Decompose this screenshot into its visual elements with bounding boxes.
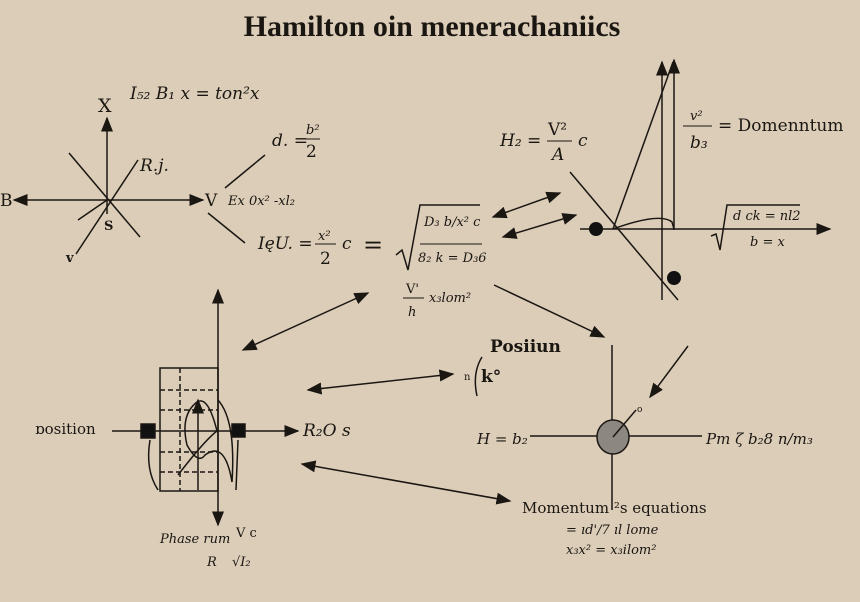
svg-text:Momentum ²s equations: Momentum ²s equations xyxy=(522,499,707,517)
phase-diagram: ɒosition R₂O s Phase rum V c R √I₂ xyxy=(35,288,351,570)
momentum-equations: Momentum ²s equations = ıd'/7 ıl lome x₃… xyxy=(522,499,707,558)
svg-text:A: A xyxy=(550,145,564,165)
svg-text:IęU. =: IęU. = xyxy=(257,234,313,254)
axis-label-v-right: V xyxy=(204,191,218,211)
svg-text:x₃lom²: x₃lom² xyxy=(429,291,471,306)
position-axis-label: ɒosition xyxy=(35,420,96,438)
equation-h2: H₂ = V² A c xyxy=(499,120,588,165)
mass-dot xyxy=(667,271,681,285)
mass-dot xyxy=(589,222,603,236)
equation-v: V' h x₃lom² xyxy=(403,282,471,320)
axis-label-b: B xyxy=(0,191,13,211)
svg-text:n: n xyxy=(464,372,471,383)
equation-main: IęU. = x² 2 c = D₃ b/x² c 8₂ k = D₃6 xyxy=(257,204,487,271)
equation-d: d. = b² 2 xyxy=(272,123,320,162)
svg-text:k°: k° xyxy=(481,367,501,387)
svg-text:h: h xyxy=(408,305,416,320)
phase-caption: Phase rum xyxy=(159,532,230,547)
svg-text:R: R xyxy=(206,555,217,570)
svg-text:d ck = nl2: d ck = nl2 xyxy=(733,209,801,224)
svg-text:v²: v² xyxy=(690,109,703,124)
svg-text:Posiiun: Posiiun xyxy=(490,337,561,357)
svg-text:2: 2 xyxy=(320,249,331,269)
r2os-label: R₂O s xyxy=(302,421,351,441)
equation-root-right: d ck = nl2 b = x xyxy=(710,204,801,251)
svg-text:= Domenntum: = Domenntum xyxy=(718,116,844,136)
position-label: Posiiun n k° xyxy=(464,337,561,397)
header-equation: I₅₂ B₁ x = ton²x xyxy=(129,84,260,104)
svg-text:c: c xyxy=(578,131,588,151)
svg-text:b²: b² xyxy=(306,123,320,138)
svg-text:d. =: d. = xyxy=(272,131,308,151)
axis-label-s: S xyxy=(104,219,113,234)
svg-text:=: = xyxy=(363,231,383,259)
equation-momentum: v² b₃ = Domenntum xyxy=(683,109,844,153)
svg-text:H = b₂: H = b₂ xyxy=(476,430,528,448)
axis-label-v: v xyxy=(65,251,74,266)
svg-text:V': V' xyxy=(405,282,419,297)
circle-plot: o H = b₂ Pm ζ b₂8 n/m₃ xyxy=(476,345,813,510)
svg-text:H₂ =: H₂ = xyxy=(499,131,541,151)
svg-text:Pm ζ b₂8 n/m₃: Pm ζ b₂8 n/m₃ xyxy=(705,430,813,448)
svg-text:V c: V c xyxy=(235,526,257,541)
svg-text:b₃: b₃ xyxy=(690,133,708,153)
svg-text:√I₂: √I₂ xyxy=(232,555,251,570)
page-title: Hamilton oin menerachaniics xyxy=(244,10,621,43)
svg-text:8₂ k = D₃6: 8₂ k = D₃6 xyxy=(418,251,487,266)
svg-text:x²: x² xyxy=(318,229,331,244)
svg-text:V²: V² xyxy=(547,120,567,140)
svg-text:c: c xyxy=(342,234,352,254)
pendulum-graph xyxy=(569,58,832,301)
axes-left: I₅₂ B₁ x = ton²x X B V S v R.j. xyxy=(0,84,260,266)
axis-label-rj: R.j. xyxy=(139,156,169,176)
svg-text:2: 2 xyxy=(306,142,317,162)
svg-text:b = x: b = x xyxy=(750,235,785,250)
svg-text:= ıd'/7 ıl lome: = ıd'/7 ıl lome xyxy=(566,523,659,538)
equation-ex: Ex 0x² -xl₂ xyxy=(227,194,295,209)
svg-text:D₃ b/x² c: D₃ b/x² c xyxy=(423,215,481,230)
svg-text:o: o xyxy=(637,405,642,415)
axis-label-x: X xyxy=(98,95,112,117)
svg-text:x₃x² = x₃ilom²: x₃x² = x₃ilom² xyxy=(566,543,656,558)
